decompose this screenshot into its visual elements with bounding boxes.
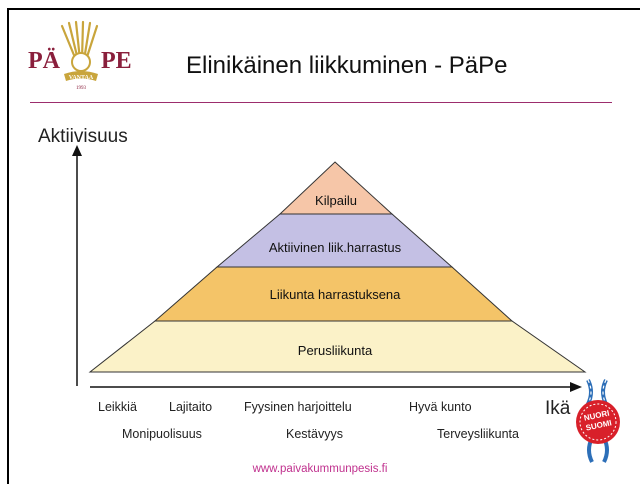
x-tick-terveysliikunta: Terveysliikunta — [437, 427, 519, 441]
nuori-suomi-badge-icon: NUORI SUOMI — [576, 379, 620, 463]
logo-year: 1993 — [76, 86, 87, 91]
x-axis-label: Ikä — [545, 398, 571, 419]
level-label-perusliikunta: Perusliikunta — [298, 343, 373, 358]
x-tick-hyva-kunto: Hyvä kunto — [409, 400, 472, 414]
x-tick-monipuolisuus: Monipuolisuus — [122, 427, 202, 441]
x-tick-kestavyys: Kestävyys — [286, 427, 343, 441]
x-tick-fyysinen-harjoittelu: Fyysinen harjoittelu — [244, 400, 352, 414]
x-tick-leikkia: Leikkiä — [98, 400, 137, 414]
y-axis-arrow-icon — [72, 145, 82, 156]
x-tick-lajitaito: Lajitaito — [169, 400, 213, 414]
level-label-kilpailu: Kilpailu — [315, 193, 357, 208]
logo-subtext: VANTAA — [69, 75, 94, 81]
logo-text-pe: PE — [101, 48, 132, 74]
level-label-liikunta: Liikunta harrastuksena — [270, 287, 402, 302]
logo-text-pa: PÄ — [28, 48, 61, 74]
frame-top-border — [7, 8, 640, 10]
title-divider — [30, 102, 612, 103]
x-axis-arrow-icon — [570, 382, 582, 392]
footer-url: www.paivakummunpesis.fi — [252, 463, 388, 475]
frame-left-border — [7, 8, 9, 484]
slide-title: Elinikäinen liikkuminen - PäPe — [186, 52, 508, 79]
level-kilpailu — [278, 161, 394, 215]
level-label-aktiivinen: Aktiivinen liik.harrastus — [269, 240, 402, 255]
pape-logo: VANTAA 1993 PÄ PE — [28, 20, 132, 91]
y-axis-label: Aktiivisuus — [38, 126, 128, 147]
